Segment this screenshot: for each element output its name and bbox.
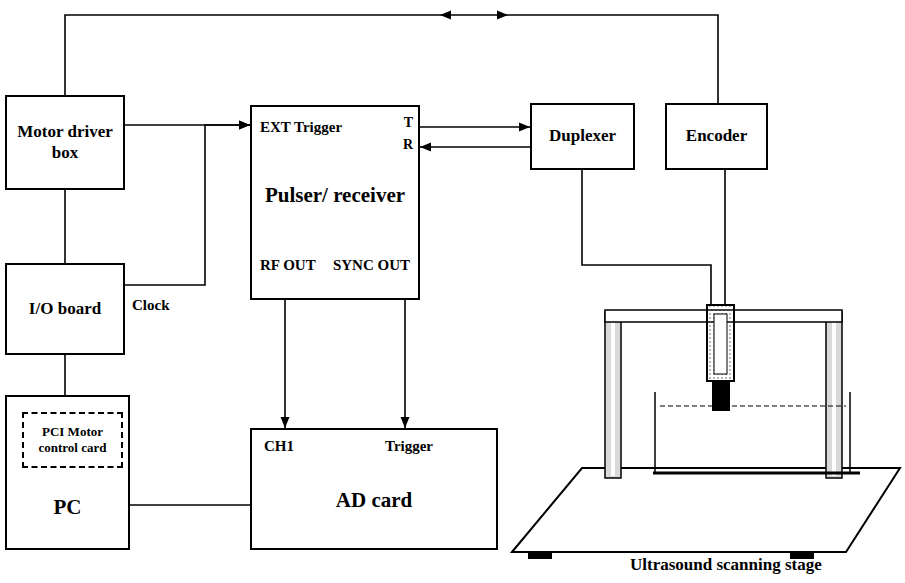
node-title: Duplexer: [549, 126, 616, 146]
connector: [284, 300, 286, 428]
port-label: EXT Trigger: [260, 118, 342, 136]
stage-foot: [528, 551, 552, 559]
arrow-head: [281, 417, 290, 428]
node-title: Pulser/ receiver: [252, 183, 418, 208]
connector: [724, 170, 726, 305]
port-label: T: [404, 115, 413, 132]
node-title: I/O board: [29, 299, 101, 319]
ad-card-box: AD card CH1 Trigger: [250, 428, 498, 550]
water-tank-wall: [655, 392, 850, 473]
connector: [64, 355, 66, 395]
pillar-highlight: [832, 314, 836, 476]
node-title: Motor driver box: [15, 122, 115, 163]
connector: [65, 15, 718, 103]
water-level: [660, 406, 846, 407]
node-title: PCI Motor control card: [28, 424, 117, 455]
arrow-head: [497, 11, 508, 20]
node-title: AD card: [252, 488, 496, 513]
frame-pillar: [826, 312, 842, 478]
computer-box: PC PCI Motor control card: [5, 395, 130, 550]
transducer: [712, 381, 730, 411]
process-box: Encoder: [665, 103, 768, 170]
connector: [420, 126, 530, 128]
connector: [125, 125, 250, 285]
transducer-carriage: [707, 305, 734, 381]
port-label: R: [403, 137, 413, 154]
water-tank-bottom: [653, 472, 860, 475]
node-title: Encoder: [686, 126, 747, 146]
arrow-head: [239, 121, 250, 130]
process-box: I/O board: [5, 263, 125, 355]
connector: [582, 170, 711, 305]
carriage-window: [714, 314, 727, 374]
process-box: Motor driver box: [5, 95, 125, 190]
port-label: CH1: [264, 437, 294, 455]
connector: [404, 300, 406, 428]
pillar-highlight: [611, 314, 615, 476]
signal-label: Clock: [130, 296, 172, 314]
connector: [420, 146, 530, 148]
frame-pillar: [605, 312, 621, 478]
port-label: RF OUT: [260, 256, 316, 274]
connector: [130, 504, 250, 506]
card-box: PCI Motor control card: [22, 412, 123, 468]
node-title: PC: [7, 495, 128, 520]
port-label: SYNC OUT: [333, 256, 410, 274]
arrow-head: [401, 417, 410, 428]
node-title: Ultrasound scanning stage: [630, 555, 822, 575]
arrow-head: [420, 143, 431, 152]
stage-platform: [512, 468, 900, 552]
port-label: Trigger: [385, 437, 433, 455]
scanning-stage: Ultrasound scanning stage: [505, 305, 903, 577]
arrow-head: [239, 121, 250, 130]
arrow-head: [440, 11, 451, 20]
process-box: Duplexer: [530, 103, 635, 170]
arrow-head: [519, 123, 530, 132]
pulser-receiver-box: Pulser/ receiver EXT Trigger TR RF OUT SYNC …: [250, 105, 420, 300]
connector: [64, 190, 66, 263]
